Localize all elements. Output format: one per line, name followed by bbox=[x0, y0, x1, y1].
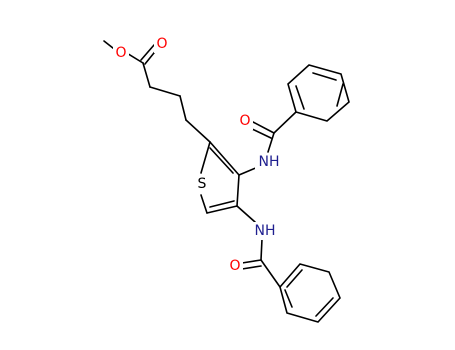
bond-c3-nh bbox=[238, 166, 259, 176]
bond-amide-double-2 bbox=[249, 127, 272, 139]
bond-amide-double-1 bbox=[252, 121, 275, 134]
bond-amide-lower-double-2 bbox=[241, 265, 262, 270]
bond-c4-nh bbox=[236, 205, 256, 223]
bond-c5-c4 bbox=[206, 205, 238, 214]
bond-chain-3 bbox=[179, 95, 187, 121]
lower-phenyl-inner-2 bbox=[315, 297, 334, 317]
bond-carbonyl-phenyl-lower bbox=[260, 259, 281, 288]
lower-phenyl-ring bbox=[279, 263, 341, 323]
upper-phenyl-inner-3 bbox=[312, 72, 337, 81]
bond-nh-carbonyl-lower bbox=[260, 238, 263, 261]
upper-benzamide bbox=[238, 64, 350, 176]
bond-s-c5 bbox=[200, 194, 208, 214]
sulfur-label: S bbox=[198, 176, 207, 192]
lower-amide-nh-label: NH bbox=[255, 223, 276, 239]
bond-c2-s bbox=[200, 141, 211, 174]
lower-amide-oxygen-label: O bbox=[229, 258, 240, 274]
thiophene-ring bbox=[200, 141, 240, 214]
bond-carbonyl-double-2 bbox=[140, 44, 155, 61]
upper-phenyl-ring bbox=[287, 64, 350, 122]
bond-c5-c4-inner bbox=[209, 200, 235, 208]
bond-amide-lower-double-1 bbox=[241, 259, 262, 264]
bond-nh-carbonyl bbox=[267, 132, 275, 153]
bond-c3-c2 bbox=[209, 141, 240, 176]
bond-carbonyl-phenyl bbox=[273, 111, 297, 134]
atom-labels: O O S O NH O NH bbox=[113, 35, 283, 275]
ester-carbonyl-oxygen-label: O bbox=[156, 36, 167, 52]
bond-chain-4 bbox=[185, 119, 211, 143]
lower-benzamide bbox=[236, 205, 341, 323]
bond-chain-2 bbox=[149, 86, 181, 97]
lower-phenyl-inner-3 bbox=[284, 289, 293, 308]
bond-chain-1 bbox=[142, 62, 151, 88]
bond-c4-c3 bbox=[236, 174, 240, 207]
upper-amide-nh-label: NH bbox=[259, 154, 280, 170]
upper-phenyl-inner-2 bbox=[336, 83, 344, 107]
ester-oxygen-label: O bbox=[115, 45, 126, 61]
upper-phenyl-inner-1 bbox=[295, 85, 305, 110]
lower-phenyl-inner-1 bbox=[286, 269, 303, 288]
bond-c3-c2-inner bbox=[209, 147, 234, 174]
upper-amide-oxygen-label: O bbox=[239, 113, 250, 129]
